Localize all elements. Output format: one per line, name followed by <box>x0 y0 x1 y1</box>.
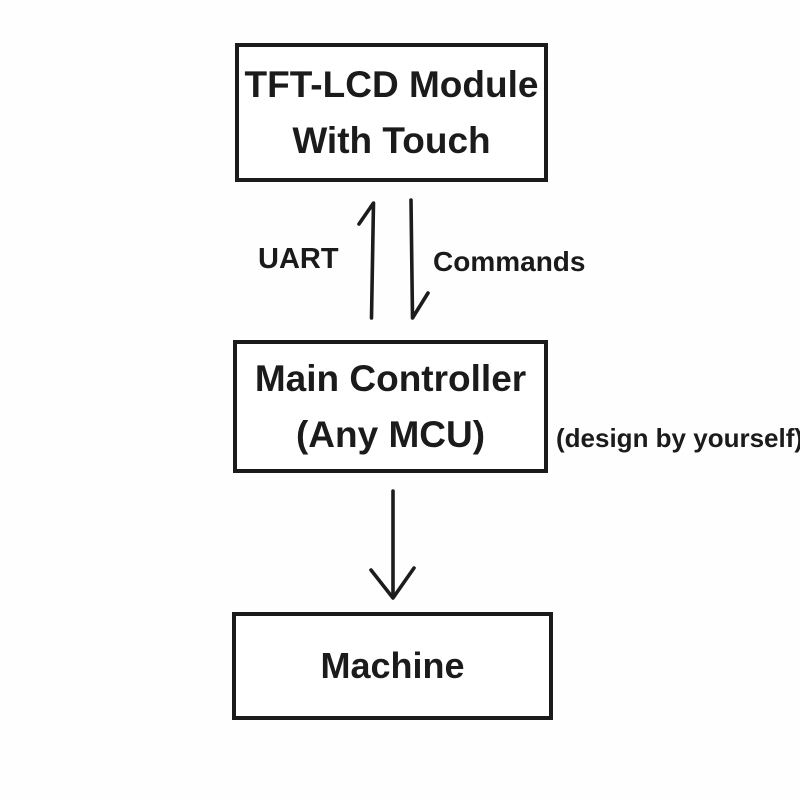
commands-down-arrow-icon <box>409 198 430 320</box>
node-tft-lcd-module-line2: With Touch <box>292 119 491 161</box>
node-machine: Machine <box>232 612 553 720</box>
machine-down-arrow-head-icon <box>369 566 416 600</box>
node-main-controller: Main Controller (Any MCU) <box>233 340 548 473</box>
commands-label: Commands <box>433 246 586 277</box>
uart-label: UART <box>258 243 339 275</box>
node-main-controller-line2: (Any MCU) <box>295 413 486 455</box>
node-machine-line1: Machine <box>320 645 465 686</box>
node-main-controller-line1: Main Controller <box>254 358 527 399</box>
design-note-label: (design by yourself) <box>556 423 800 453</box>
node-tft-lcd-module: TFT-LCD Module With Touch <box>235 43 548 182</box>
node-tft-lcd-module-line1: TFT-LCD Module <box>244 64 539 105</box>
uart-up-arrow-icon <box>357 201 376 320</box>
